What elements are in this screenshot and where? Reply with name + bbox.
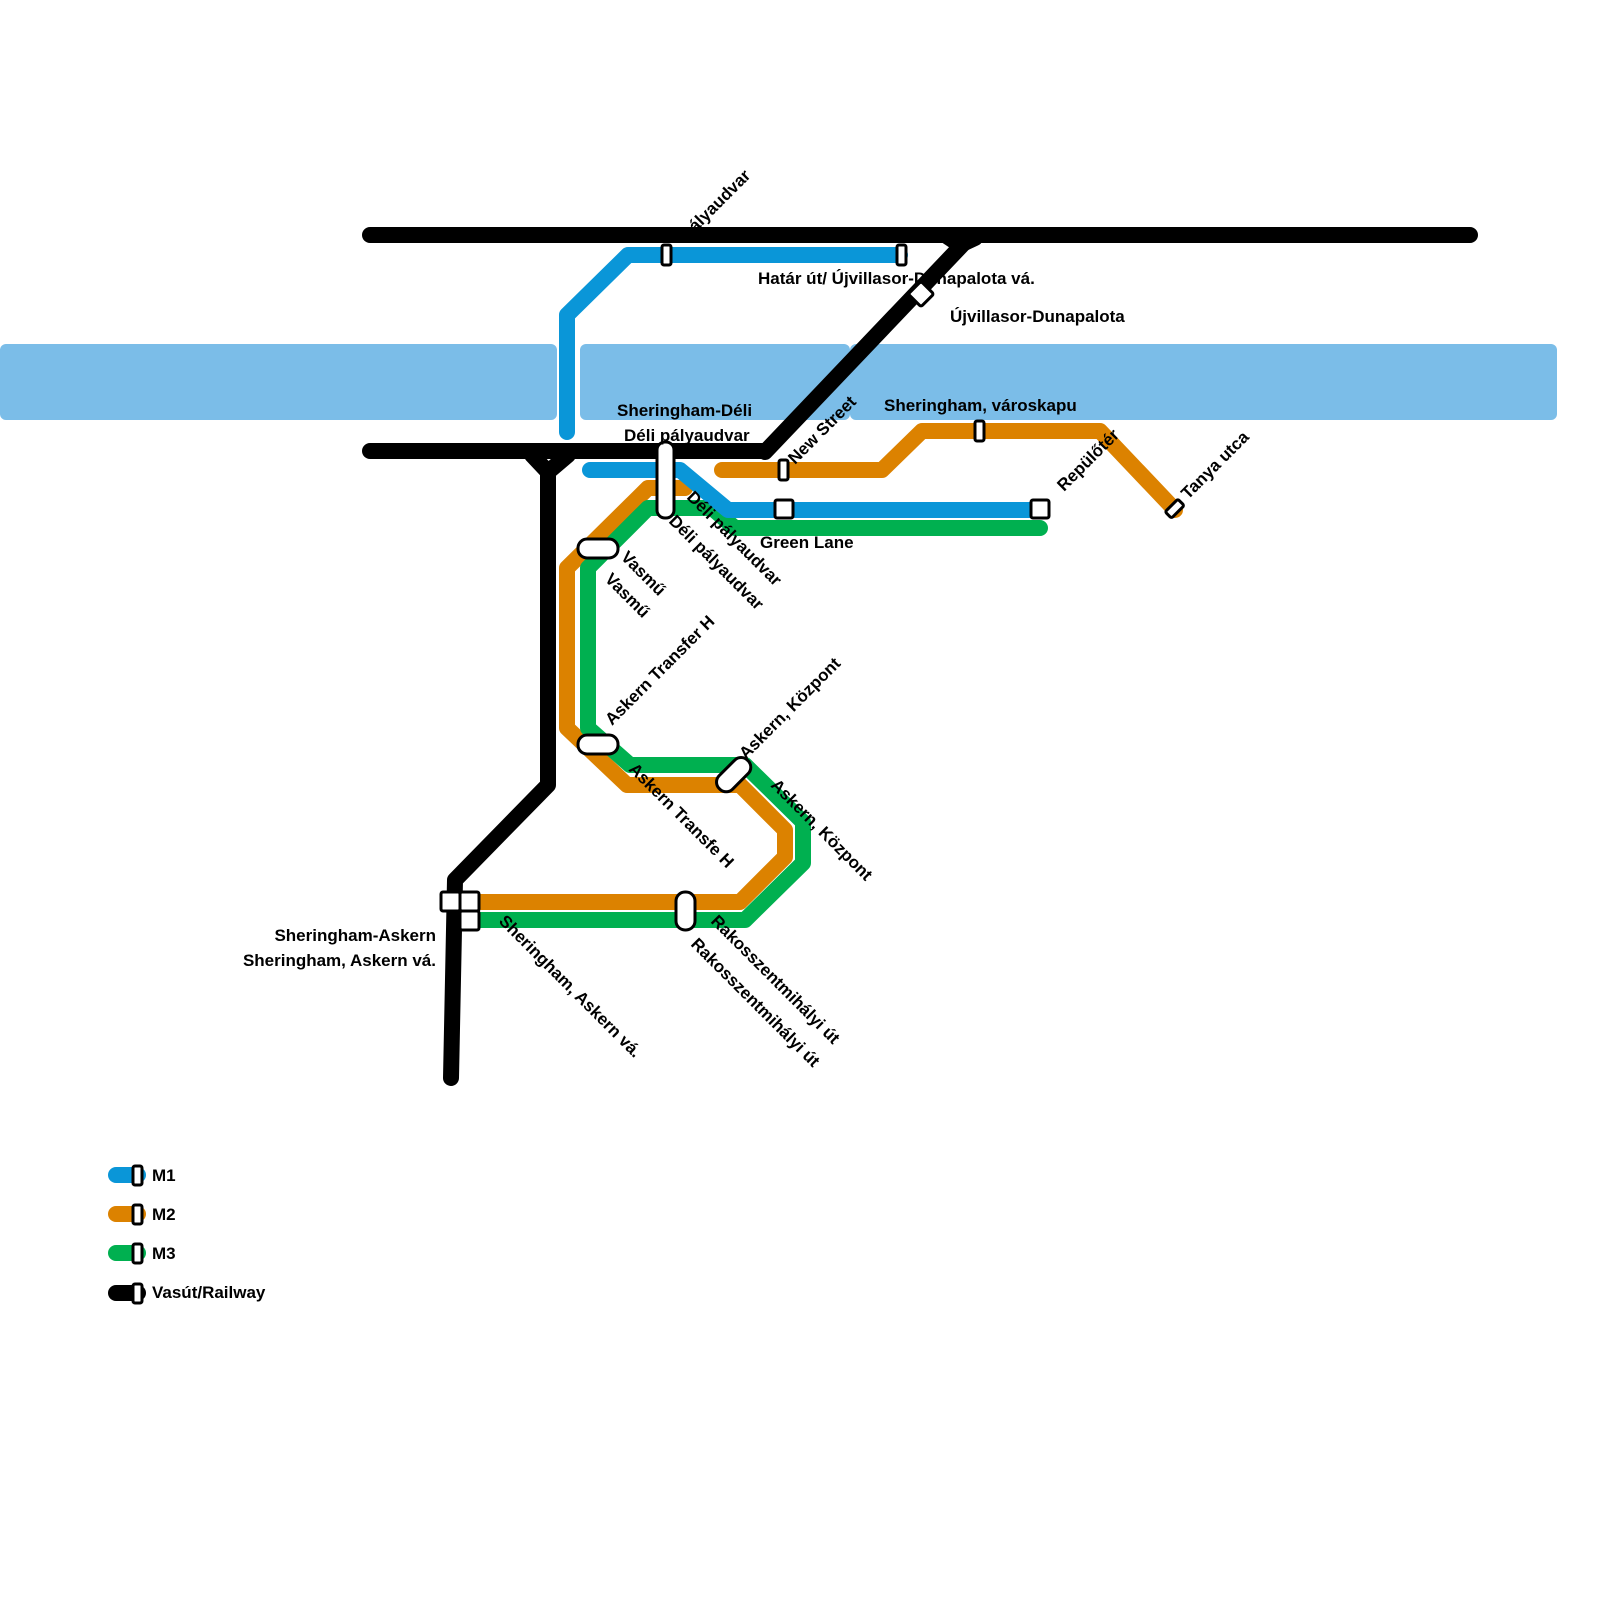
station-vasmu[interactable] xyxy=(576,537,620,560)
line-railway[interactable] xyxy=(362,227,1478,1086)
legend-item-m1: M1 xyxy=(108,1164,176,1187)
station-new-street[interactable] xyxy=(777,458,790,482)
station-repuloter[interactable] xyxy=(1029,498,1051,520)
line-m1[interactable] xyxy=(559,247,1048,518)
stations xyxy=(439,243,1185,932)
legend-item-railway: Vasút/Railway xyxy=(108,1282,266,1305)
label-sheringham-askern-va-rot: Sheringham, Askern vá. xyxy=(495,911,645,1061)
legend: M1 M2 M3 Vasút/Railway xyxy=(108,1164,266,1305)
label-varoskapu: Sheringham, városkapu xyxy=(884,396,1077,415)
station-labels: pályaudvar Határ út/ Újvillasor-Dunapalo… xyxy=(243,166,1253,1071)
label-askern-kozpont-1: Askern, Központ xyxy=(735,654,844,763)
legend-item-m2: M2 xyxy=(108,1203,176,1226)
legend-label-m2: M2 xyxy=(152,1205,176,1224)
station-rakosszentmihalyi[interactable] xyxy=(674,890,697,932)
station-varoskapu[interactable] xyxy=(973,419,986,443)
station-sheringham-askern-3[interactable] xyxy=(458,909,481,932)
station-palyaudvar[interactable] xyxy=(660,243,673,267)
label-sheringham-askern-va: Sheringham, Askern vá. xyxy=(243,951,436,970)
station-askern-kozpont[interactable] xyxy=(713,754,755,796)
station-sheringham-askern-1[interactable] xyxy=(439,890,462,913)
legend-label-m1: M1 xyxy=(152,1166,176,1185)
station-askern-transfer-h[interactable] xyxy=(576,733,620,756)
label-hatar-ut: Határ út/ Újvillasor-Dunapalota vá. xyxy=(758,269,1035,288)
label-tanya-utca: Tanya utca xyxy=(1177,427,1253,503)
station-green-lane[interactable] xyxy=(773,498,795,520)
line-m2[interactable] xyxy=(462,423,1183,910)
station-deli-palyaudvar[interactable] xyxy=(655,440,676,520)
station-ujvillasor[interactable] xyxy=(907,280,935,308)
station-hatar-ut[interactable] xyxy=(895,243,908,267)
label-sheringham-deli: Sheringham-Déli xyxy=(617,401,752,420)
label-sheringham-askern: Sheringham-Askern xyxy=(274,926,436,945)
label-askern-transfer-h: Askern Transfer H xyxy=(601,612,718,729)
label-ujvillasor: Újvillasor-Dunapalota xyxy=(950,307,1125,326)
station-tanya-utca[interactable] xyxy=(1164,498,1185,519)
legend-label-railway: Vasút/Railway xyxy=(152,1283,266,1302)
station-sheringham-askern-2[interactable] xyxy=(458,890,481,913)
legend-label-m3: M3 xyxy=(152,1244,176,1263)
water-river xyxy=(0,344,1557,420)
label-green-lane: Green Lane xyxy=(760,533,854,552)
label-deli-palyaudvar: Déli pályaudvar xyxy=(624,426,750,445)
legend-item-m3: M3 xyxy=(108,1242,176,1265)
